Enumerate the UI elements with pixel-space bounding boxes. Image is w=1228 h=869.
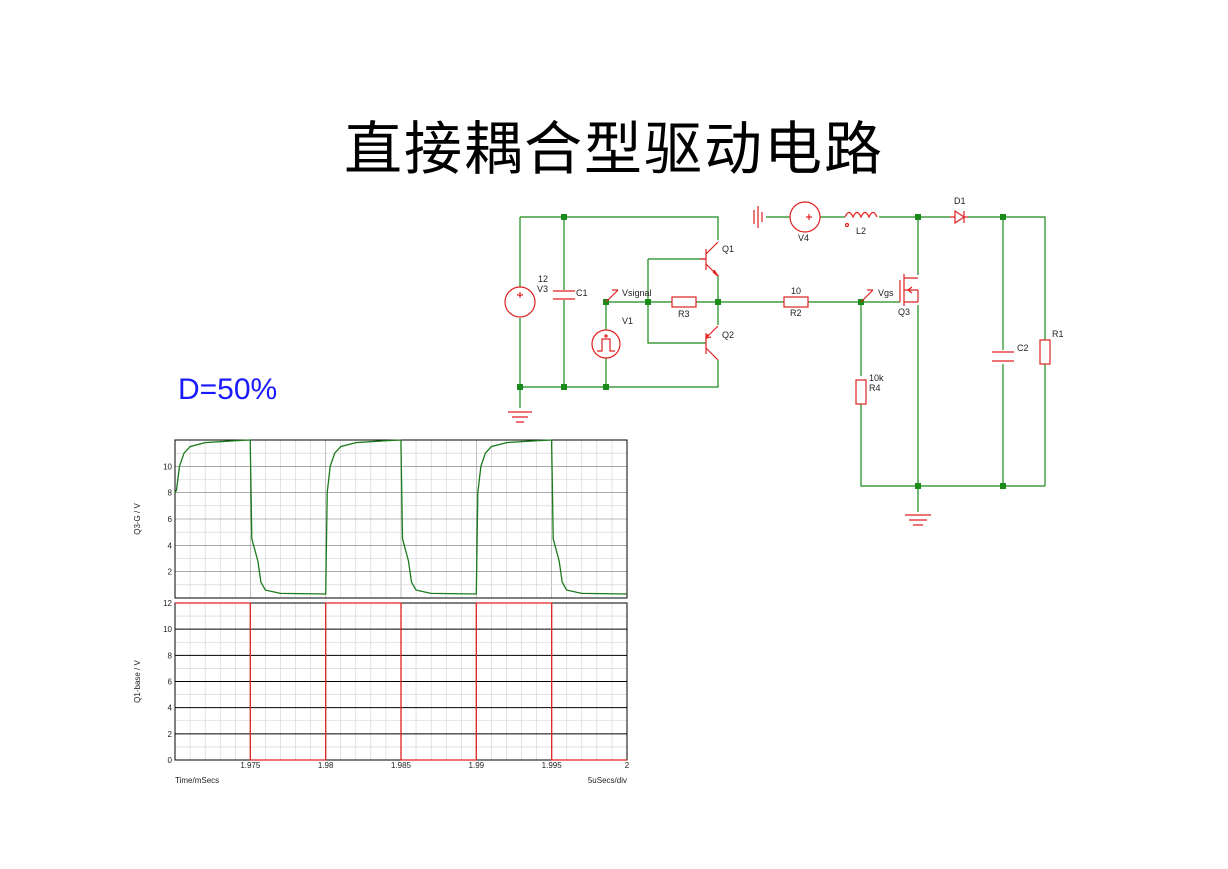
q3-label: Q3 [898,307,910,317]
r3-label: R3 [678,309,690,319]
q3-gate-ylabel: Q3-G / V [133,503,142,535]
r4-value-label: 10k [869,373,884,383]
vsignal-probe [605,289,619,303]
vsignal-label: Vsignal [622,288,652,298]
c2-label: C2 [1017,343,1029,353]
v1-label: V1 [622,316,633,326]
r2-value-label: 10 [791,286,801,296]
q1-base-ytick-label: 10 [163,625,172,634]
q1-base-ytick-label: 12 [163,599,172,608]
vgs-probe [860,289,874,303]
x-tick-label: 2 [625,761,630,770]
ground-symbol-left [508,411,532,423]
r3-resistor [671,296,697,308]
q1-base-trace [175,602,627,761]
v3-value-label: 12 [538,274,548,284]
q3-gate-ytick-label: 4 [168,541,173,550]
r1-resistor [1039,339,1051,365]
v3-source [504,286,536,318]
ground-symbol-right [905,514,931,526]
r4-resistor [855,379,867,405]
q3-gate-ytick-label: 10 [163,462,172,471]
q1-base-ylabel: Q1-base / V [133,659,142,702]
x-axis-label: Time/mSecs [175,776,219,785]
q1-base-ytick-label: 6 [168,678,173,687]
q1-label: Q1 [722,244,734,254]
v4-source [753,201,821,233]
x-tick-label: 1.995 [542,761,563,770]
q1-base-ytick-label: 8 [168,651,173,660]
v3-label: V3 [537,284,548,294]
r1-label: R1 [1052,329,1064,339]
q2-label: Q2 [722,330,734,340]
duty-cycle-label: D=50% [178,373,278,406]
q3-gate-ytick-label: 2 [168,568,173,577]
q3-gate-trace [174,439,628,595]
q3-gate-ytick-label: 8 [168,489,173,498]
l2-inductor [844,211,878,228]
slide-title: 直接耦合型驱动电路 [343,115,884,183]
l2-label: L2 [856,226,866,236]
c2-capacitor [992,351,1014,362]
v4-label: V4 [798,233,809,243]
v1-pulse-source [591,329,621,359]
x-tick-label: 1.98 [318,761,334,770]
d1-label: D1 [954,196,966,206]
r2-resistor [783,296,809,308]
r4-label: R4 [869,383,881,393]
q3-mosfet [899,274,919,306]
q1-base-ytick-label: 0 [168,756,173,765]
q1-base-ytick-label: 4 [168,704,173,713]
q1-base-ytick-label: 2 [168,730,173,739]
r2-label: R2 [790,308,802,318]
vgs-label: Vgs [878,288,894,298]
x-scale-note: 5uSecs/div [588,776,627,785]
c1-capacitor [553,290,575,300]
x-tick-label: 1.99 [469,761,485,770]
c1-label: C1 [576,288,588,298]
q3-gate-ytick-label: 6 [168,515,173,524]
x-tick-label: 1.975 [240,761,261,770]
d1-diode [950,209,968,225]
q1-transistor [700,241,719,277]
q2-transistor [704,325,719,361]
x-tick-label: 1.985 [391,761,412,770]
